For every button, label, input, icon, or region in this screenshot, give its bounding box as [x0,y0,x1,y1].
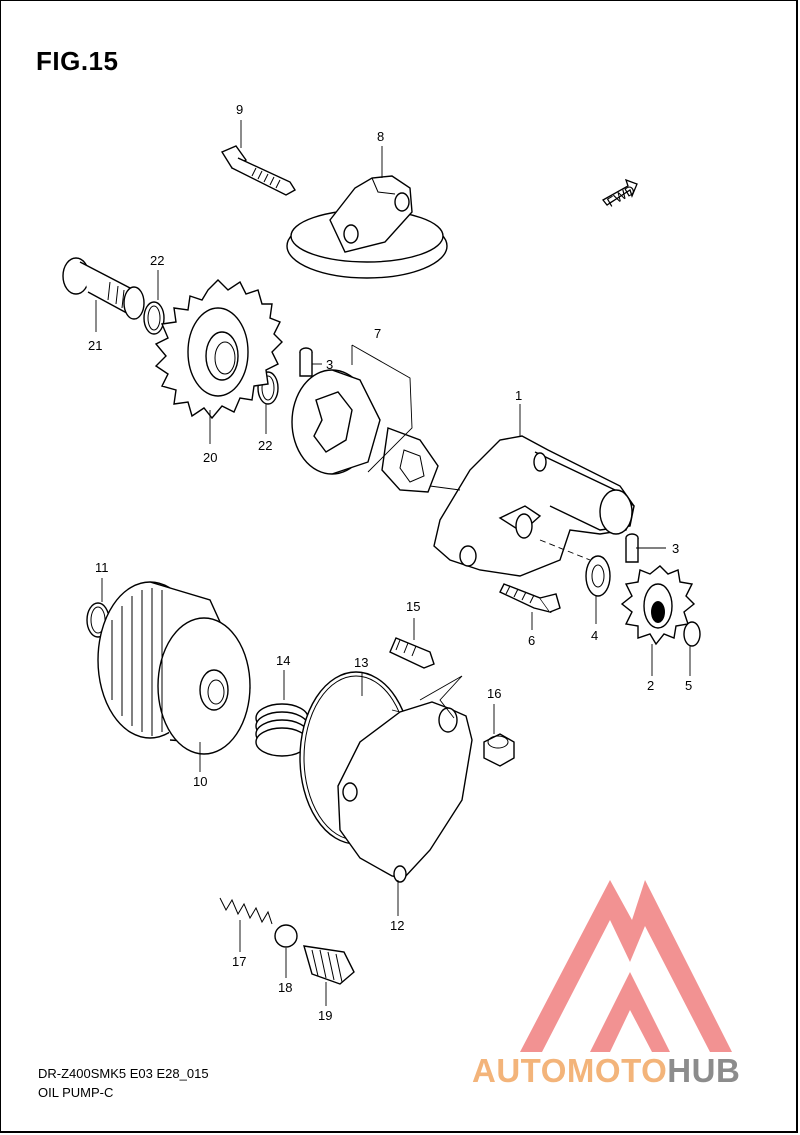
part-17-spring [219,897,273,925]
watermark-text: AUTOMOTOHUB [472,1052,741,1089]
callout-9: 9 [236,102,243,117]
part-16-cap-nut [483,733,515,767]
part-2-drive-gear [620,565,696,646]
callout-12: 12 [390,918,404,933]
callout-17: 17 [232,954,246,969]
part-12-filter-cover [337,675,473,883]
part-18-ball [274,924,298,948]
callout-6: 6 [528,633,535,648]
callout-18: 18 [278,980,292,995]
callout-5: 5 [685,678,692,693]
callout-4: 4 [591,628,598,643]
callout-3-b: 3 [672,541,679,556]
part-10-oil-filter [97,581,251,755]
page-subtitle: OIL PUMP-C [38,1085,114,1100]
callout-11: 11 [95,560,109,575]
callout-13: 13 [354,655,368,670]
part-22-circlip [143,301,165,335]
callout-20: 20 [203,450,217,465]
callout-22-b: 22 [258,438,272,453]
callout-22: 22 [150,253,164,268]
callout-1: 1 [515,388,522,403]
part-5-circlip [683,621,701,647]
callout-labels: 9 8 22 21 7 3 20 22 1 3 11 15 6 4 2 5 14… [88,102,692,1023]
watermark-logo [520,880,732,1052]
callout-7: 7 [374,326,381,341]
callout-19: 19 [318,1008,332,1023]
part-1-pump-body [429,435,635,577]
part-8-oil-strainer [286,175,448,279]
callout-21: 21 [88,338,102,353]
callout-2: 2 [647,678,654,693]
callout-10: 10 [193,774,207,789]
part-6-screw [499,583,561,614]
part-19-plug [303,945,355,985]
callout-3: 3 [326,357,333,372]
part-4-washer [585,555,611,597]
leader-lines [95,120,691,1006]
callout-8: 8 [377,129,384,144]
callout-15: 15 [406,599,420,614]
part-7-rotor-set [291,344,439,493]
model-code: DR-Z400SMK5 E03 E28_015 [38,1066,209,1081]
figure-title: FIG.15 [36,46,119,76]
callout-16: 16 [487,686,501,701]
callout-14: 14 [276,653,290,668]
part-14-spring [255,703,309,757]
part-20-driven-gear [154,279,283,420]
part-15-stud-bolt [389,637,435,669]
part-3-dowel-pin-2 [625,533,639,563]
part-21-shaft [62,257,145,320]
fwd-arrow-icon: FWD [602,178,638,210]
part-9-bolt [220,145,296,196]
part-3-dowel-pin [299,347,313,377]
